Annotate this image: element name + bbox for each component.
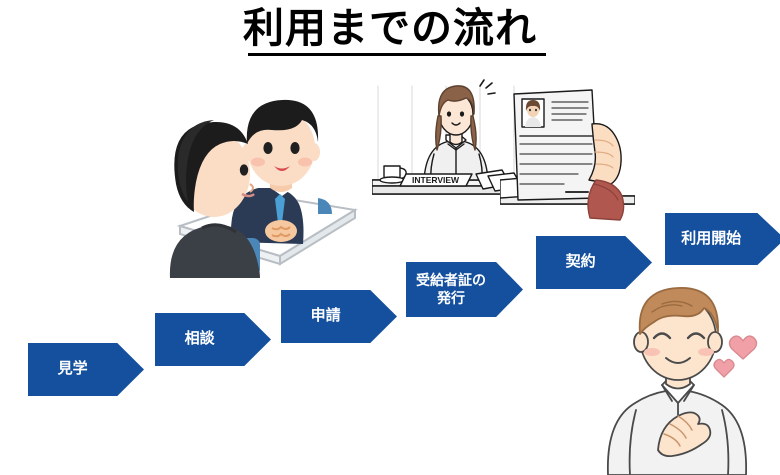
- flow-step-arrow-6[interactable]: 利用開始: [665, 213, 780, 265]
- clasped-hands: [265, 220, 297, 242]
- happy-person-illustration-svg: [607, 287, 758, 475]
- heart-icon-large: [728, 335, 758, 360]
- hands-on-chest: [657, 411, 712, 458]
- consultation-illustration: [150, 78, 365, 278]
- flow-step-arrow-4[interactable]: 受給者証の 発行: [406, 262, 523, 317]
- woman-figure: [169, 120, 260, 278]
- happy-person-illustration: [600, 282, 780, 475]
- flow-step-arrow-3[interactable]: 申請: [281, 290, 397, 343]
- resume-illustration: [500, 80, 635, 240]
- svg-text:INTERVIEW: INTERVIEW: [412, 175, 460, 185]
- flow-step-label-3: 申請: [310, 307, 341, 325]
- resume-illustration-svg: [500, 89, 635, 221]
- consultation-illustration-svg: [169, 99, 358, 278]
- flow-step-arrow-5[interactable]: 契約: [536, 236, 652, 289]
- hand-shape: [587, 123, 625, 221]
- flow-step-label-1: 見学: [57, 360, 88, 378]
- page-title-block: 利用までの流れ: [0, 5, 780, 54]
- heart-icon-small: [713, 358, 735, 378]
- page-title: 利用までの流れ: [243, 5, 537, 51]
- interview-nameplate: INTERVIEW: [399, 173, 473, 187]
- title-underline: [248, 53, 546, 56]
- flow-step-label-6: 利用開始: [681, 229, 742, 247]
- flow-step-label-5: 契約: [565, 253, 596, 271]
- flow-step-arrow-1[interactable]: 見学: [28, 343, 144, 396]
- flow-step-arrow-2[interactable]: 相談: [155, 313, 271, 366]
- coffee-cup-icon: [379, 165, 407, 184]
- man-figure: [230, 99, 332, 244]
- flow-step-label-2: 相談: [184, 330, 215, 348]
- flow-step-label-4: 受給者証の 発行: [416, 272, 487, 306]
